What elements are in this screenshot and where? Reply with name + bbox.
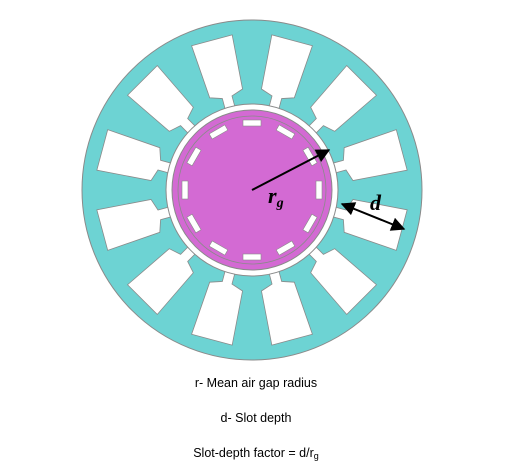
rotor-magnet xyxy=(242,119,262,127)
rotor-magnet xyxy=(275,240,296,256)
rotor-magnet xyxy=(186,146,202,167)
rotor-magnet xyxy=(302,146,318,167)
stator-slot xyxy=(191,269,243,346)
stator-slot xyxy=(126,64,197,135)
stator-slot xyxy=(96,129,173,181)
stator-slot xyxy=(331,129,408,181)
rotor-magnet xyxy=(315,180,323,200)
stator-slot xyxy=(261,269,313,346)
rg-label: rg xyxy=(268,183,284,211)
rotor-magnet xyxy=(242,253,262,261)
stator-slot xyxy=(191,34,243,111)
rotor-magnet xyxy=(186,213,202,234)
caption-factor-text: Slot-depth factor = d/r xyxy=(193,446,314,460)
stator-slot xyxy=(126,245,197,316)
rotor-magnet xyxy=(181,180,189,200)
rotor-magnet xyxy=(208,240,229,256)
rotor-magnets xyxy=(181,119,323,261)
rotor-inner-ring xyxy=(177,115,327,265)
rotor-magnet xyxy=(302,213,318,234)
d-label: d xyxy=(370,190,382,215)
stator-slot xyxy=(307,245,378,316)
radius-arrow xyxy=(251,149,331,191)
caption-slot-depth-factor: Slot-depth factor = d/rg xyxy=(0,446,512,461)
rotor-magnet xyxy=(208,124,229,140)
caption-radius: r- Mean air gap radius xyxy=(194,376,318,390)
stator-slot xyxy=(307,64,378,135)
stator-slot xyxy=(96,199,173,251)
caption-slot-depth: d- Slot depth xyxy=(220,411,292,425)
rotor-magnet xyxy=(275,124,296,140)
slot-depth-arrow xyxy=(340,202,406,231)
caption-factor-subscript: g xyxy=(313,451,319,461)
stator-slot xyxy=(261,34,313,111)
